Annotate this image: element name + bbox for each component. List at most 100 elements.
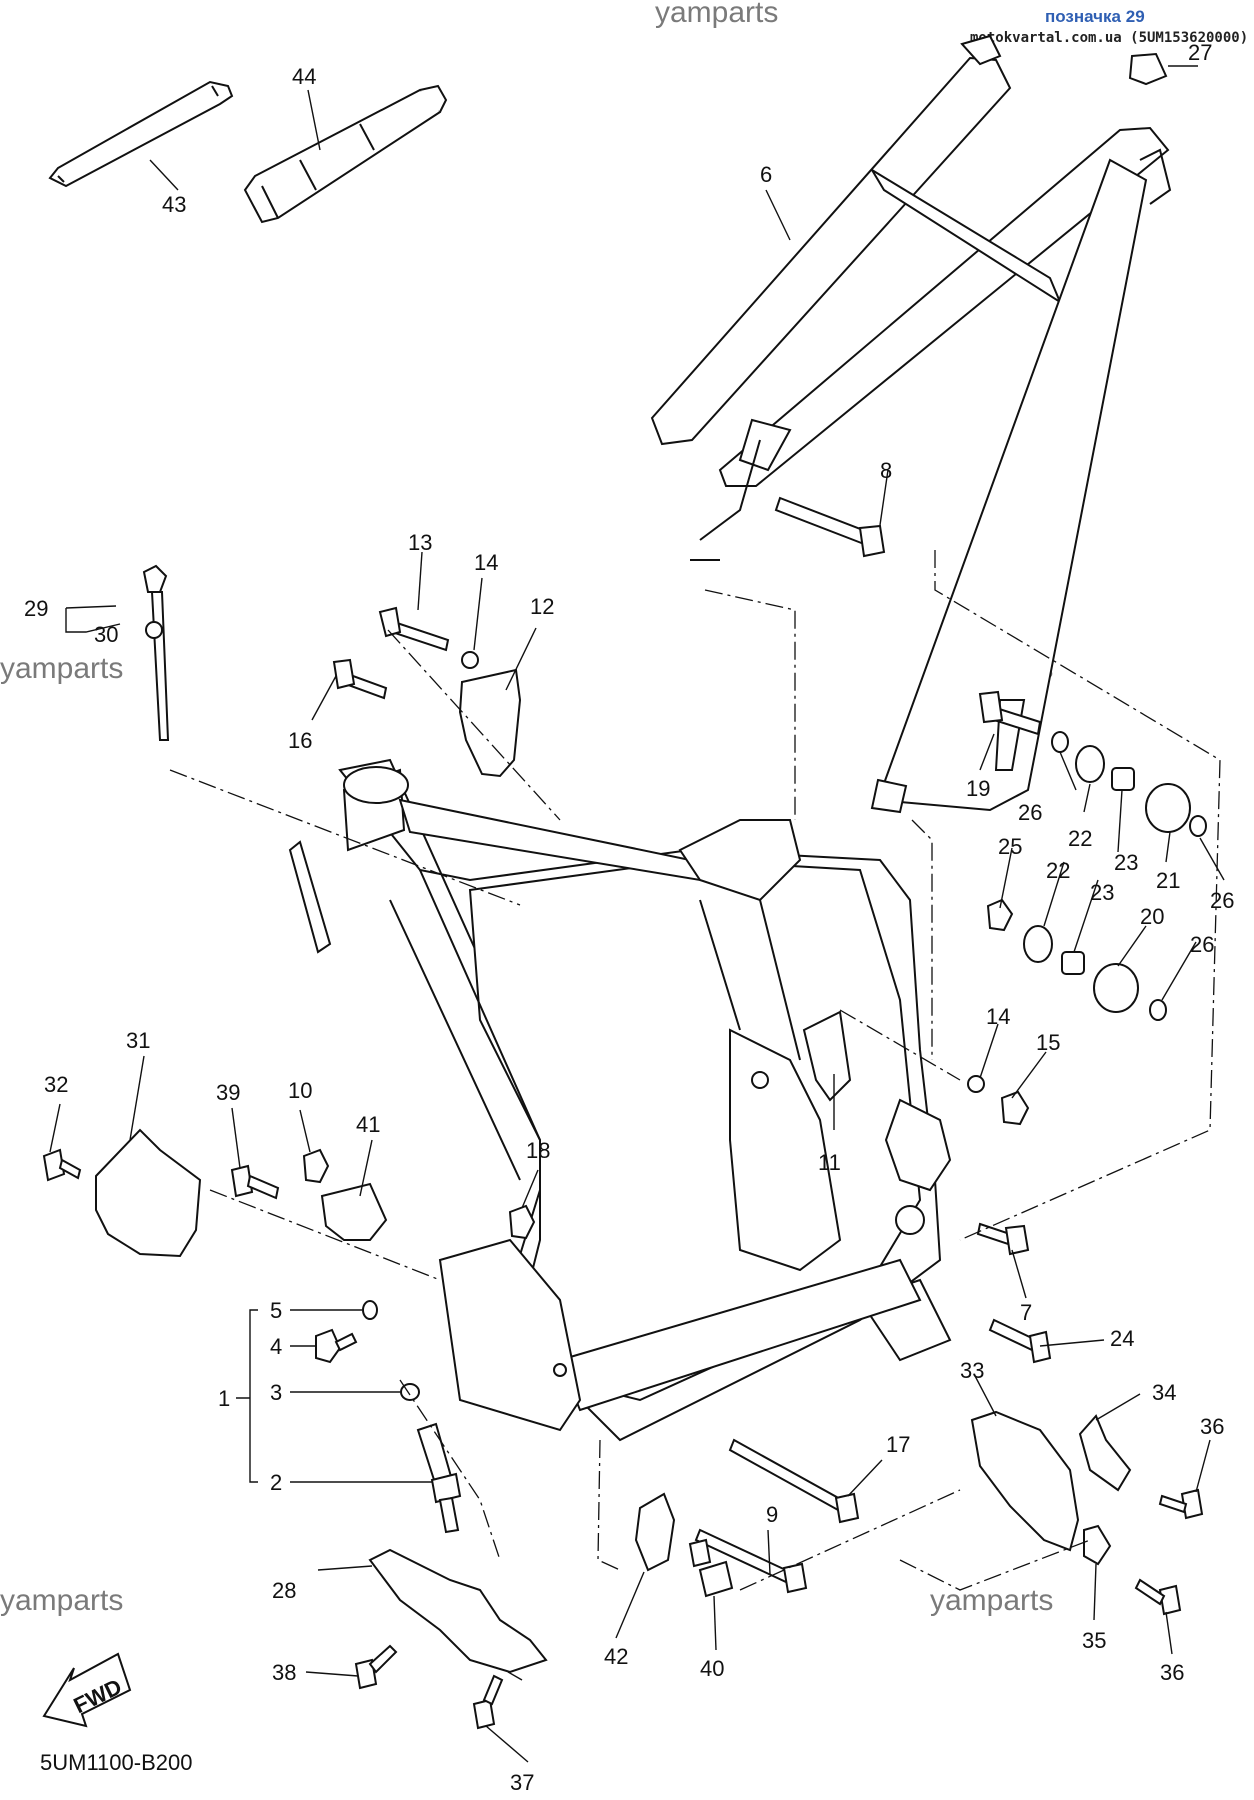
callout-29[interactable]: 29 xyxy=(24,596,48,621)
callout-33[interactable]: 33 xyxy=(960,1358,984,1383)
washer-14-lower[interactable] xyxy=(967,1075,985,1093)
drain-bolt-assembly[interactable] xyxy=(315,1300,462,1534)
callout-5[interactable]: 5 xyxy=(270,1298,282,1323)
plug-wrench-tool[interactable] xyxy=(243,84,448,224)
callout-4[interactable]: 4 xyxy=(270,1334,282,1359)
guard-33[interactable] xyxy=(970,1410,1080,1552)
callout-41[interactable]: 41 xyxy=(356,1112,380,1137)
rear-subframe[interactable] xyxy=(650,34,1172,814)
engine-bracket-11[interactable] xyxy=(802,1010,852,1102)
guard-31[interactable] xyxy=(95,1128,202,1258)
gasket-5[interactable] xyxy=(362,1300,378,1320)
callout-7[interactable]: 7 xyxy=(1020,1300,1032,1325)
callout-42[interactable]: 42 xyxy=(604,1644,628,1669)
callout-36-lower[interactable]: 36 xyxy=(1160,1660,1184,1685)
callout-24[interactable]: 24 xyxy=(1110,1326,1134,1351)
callout-11[interactable]: 11 xyxy=(818,1150,841,1175)
bushing-22a[interactable] xyxy=(1075,745,1105,783)
bolt-9[interactable] xyxy=(694,1528,808,1594)
callout-35[interactable]: 35 xyxy=(1082,1628,1106,1653)
callout-32[interactable]: 32 xyxy=(44,1072,68,1097)
collar-23b[interactable] xyxy=(1061,951,1085,975)
bolt-4[interactable] xyxy=(315,1328,342,1364)
callout-43[interactable]: 43 xyxy=(162,192,186,217)
oil-dipstick-29[interactable] xyxy=(142,564,170,741)
main-frame[interactable] xyxy=(288,758,952,1442)
callout-26-b[interactable]: 26 xyxy=(1210,888,1234,913)
callout-13[interactable]: 13 xyxy=(408,530,432,555)
callout-12[interactable]: 12 xyxy=(530,594,554,619)
callout-16[interactable]: 16 xyxy=(288,728,312,753)
callout-27[interactable]: 27 xyxy=(1188,40,1212,65)
callout-19[interactable]: 19 xyxy=(966,776,990,801)
bracket-34[interactable] xyxy=(1078,1414,1132,1492)
bolt-32[interactable] xyxy=(42,1148,82,1182)
callout-17[interactable]: 17 xyxy=(886,1432,910,1457)
nut-25[interactable] xyxy=(986,898,1014,932)
callout-20[interactable]: 20 xyxy=(1140,904,1164,929)
callout-18[interactable]: 18 xyxy=(526,1138,550,1163)
washer-14-upper[interactable] xyxy=(461,651,479,669)
callout-22-a[interactable]: 22 xyxy=(1068,826,1092,851)
bolt-36-upper[interactable] xyxy=(1158,1488,1204,1520)
part-tag-link[interactable]: позначка 29 xyxy=(1045,7,1145,26)
callout-2[interactable]: 2 xyxy=(270,1470,282,1495)
bolt-37[interactable] xyxy=(472,1674,504,1730)
callout-23-b[interactable]: 23 xyxy=(1090,880,1114,905)
spanner-tool[interactable] xyxy=(48,80,234,188)
bolt-7[interactable] xyxy=(976,1222,1030,1256)
bolt-17[interactable] xyxy=(728,1438,860,1524)
skid-plate-28[interactable] xyxy=(368,1548,548,1674)
washer-26c[interactable] xyxy=(1149,999,1167,1021)
callout-9[interactable]: 9 xyxy=(766,1502,778,1527)
clamp-35[interactable] xyxy=(1083,1524,1112,1566)
bracket-42[interactable] xyxy=(634,1492,676,1572)
callout-39[interactable]: 39 xyxy=(216,1080,240,1105)
pivot-21[interactable] xyxy=(1145,783,1191,833)
callout-6[interactable]: 6 xyxy=(760,162,772,187)
callout-15[interactable]: 15 xyxy=(1036,1030,1060,1055)
collar-40[interactable] xyxy=(688,1538,734,1598)
nut-18[interactable] xyxy=(508,1204,536,1240)
bolt-16[interactable] xyxy=(332,658,388,700)
bolt-8[interactable] xyxy=(774,496,886,558)
callout-37[interactable]: 37 xyxy=(510,1770,534,1795)
o-ring-30[interactable] xyxy=(145,621,163,639)
washer-26a[interactable] xyxy=(1051,731,1069,753)
callout-31[interactable]: 31 xyxy=(126,1028,150,1053)
cap-27[interactable] xyxy=(1128,52,1168,86)
callout-34[interactable]: 34 xyxy=(1152,1380,1176,1405)
bolt-13[interactable] xyxy=(378,606,450,652)
callout-23-a[interactable]: 23 xyxy=(1114,850,1138,875)
bracket-41[interactable] xyxy=(320,1182,388,1241)
callout-21[interactable]: 21 xyxy=(1156,868,1180,893)
callout-38[interactable]: 38 xyxy=(272,1660,296,1685)
washer-26b[interactable] xyxy=(1189,815,1207,837)
callout-22-b[interactable]: 22 xyxy=(1046,858,1070,883)
callout-8[interactable]: 8 xyxy=(880,458,892,483)
callout-10[interactable]: 10 xyxy=(288,1078,312,1103)
callout-28[interactable]: 28 xyxy=(272,1578,296,1603)
callout-44[interactable]: 44 xyxy=(292,64,316,89)
callout-25[interactable]: 25 xyxy=(998,834,1022,859)
callout-36-upper[interactable]: 36 xyxy=(1200,1414,1224,1439)
callout-40[interactable]: 40 xyxy=(700,1656,724,1681)
nut-10[interactable] xyxy=(302,1148,330,1184)
bolt-19[interactable] xyxy=(978,690,1042,736)
callout-26-a[interactable]: 26 xyxy=(1018,800,1042,825)
callout-3[interactable]: 3 xyxy=(270,1380,282,1405)
bolt-38[interactable] xyxy=(354,1644,398,1690)
bolt-36-lower[interactable] xyxy=(1134,1578,1182,1616)
bolt-39[interactable] xyxy=(230,1164,280,1200)
nut-15[interactable] xyxy=(1000,1090,1030,1126)
callout-14-upper[interactable]: 14 xyxy=(474,550,498,575)
collar-23a[interactable] xyxy=(1111,767,1135,791)
bolt-24[interactable] xyxy=(988,1318,1052,1364)
callout-30[interactable]: 30 xyxy=(94,622,118,647)
callout-14-lower[interactable]: 14 xyxy=(986,1004,1010,1029)
bushing-22b[interactable] xyxy=(1023,925,1053,963)
engine-bracket-12[interactable] xyxy=(458,668,522,778)
callout-1[interactable]: 1 xyxy=(218,1386,230,1411)
callout-26-c[interactable]: 26 xyxy=(1190,932,1214,957)
pivot-20[interactable] xyxy=(1093,963,1139,1013)
